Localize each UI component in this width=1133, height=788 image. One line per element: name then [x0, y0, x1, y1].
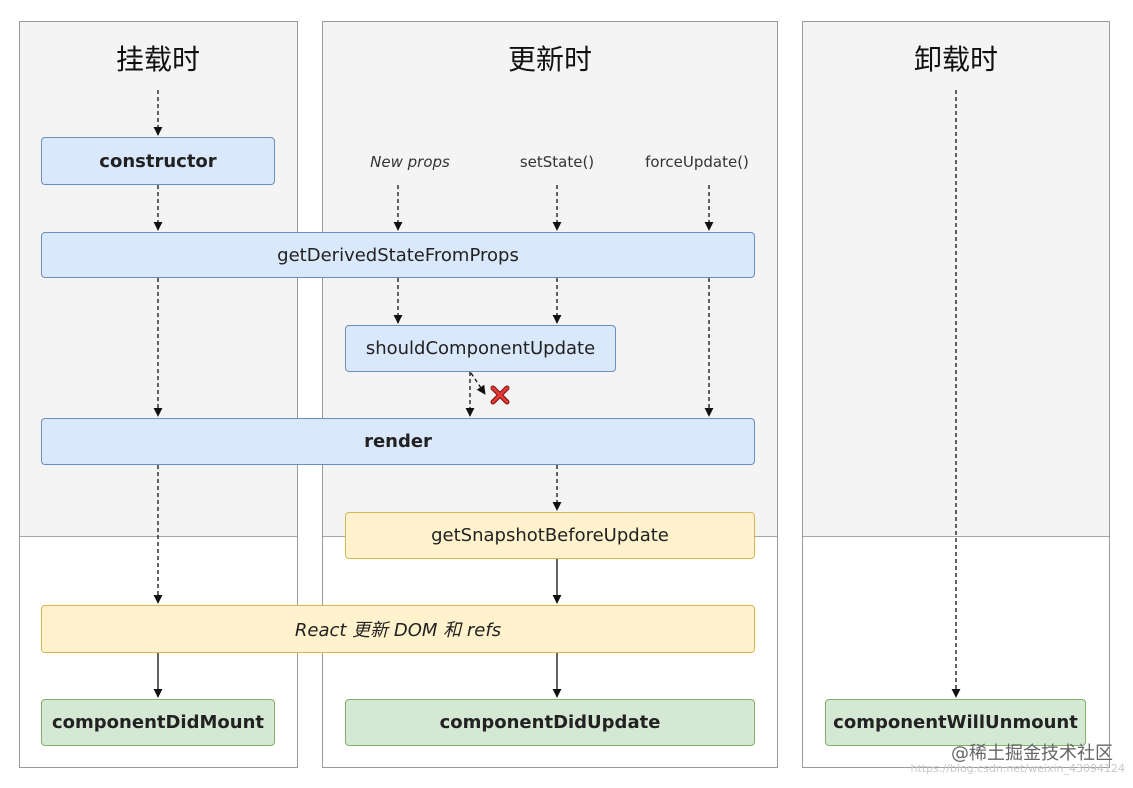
should-component-update-box: shouldComponentUpdate — [345, 325, 616, 372]
component-did-update-box: componentDidUpdate — [345, 699, 755, 746]
render-box: render — [41, 418, 755, 465]
updating-title: 更新时 — [507, 43, 592, 76]
mounting-title: 挂载时 — [115, 43, 200, 76]
get-snapshot-box: getSnapshotBeforeUpdate — [345, 512, 755, 559]
trigger-force-update: forceUpdate() — [645, 153, 749, 171]
unmounting-title: 卸载时 — [913, 43, 998, 76]
get-derived-state-box: getDerivedStateFromProps — [41, 232, 755, 278]
reject-x-icon — [490, 385, 510, 405]
react-updates-dom-box: React 更新 DOM 和 refs — [41, 605, 755, 653]
arrow-scu-reject — [470, 372, 486, 395]
component-did-mount-box: componentDidMount — [41, 699, 275, 746]
constructor-box: constructor — [41, 137, 275, 185]
watermark-text: @稀土掘金技术社区 — [951, 743, 1113, 764]
watermark-url: https://blog.csdn.net/weixin_43094124 — [910, 762, 1125, 775]
trigger-new-props: New props — [370, 153, 450, 171]
component-will-unmount-box: componentWillUnmount — [825, 699, 1086, 746]
trigger-set-state: setState() — [519, 153, 595, 171]
